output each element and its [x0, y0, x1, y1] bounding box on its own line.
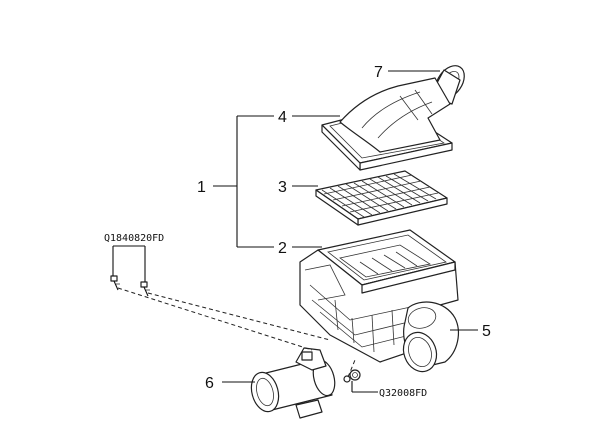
part-code-nut: Q32008FD [379, 388, 427, 399]
part-code-bolt: Q1840820FD [104, 233, 164, 244]
part-4-upper-cover [321, 77, 453, 171]
part-6-sensor-tube [250, 347, 336, 419]
leader-lines [112, 70, 478, 393]
bolt-fasteners [110, 275, 150, 297]
part-3-filter-element [315, 170, 448, 226]
part-5-elbow-outlet [402, 301, 459, 373]
callout-6: 6 [205, 375, 214, 392]
bolt-left [110, 275, 120, 291]
callout-2: 2 [278, 240, 287, 257]
callout-7: 7 [374, 64, 383, 81]
callout-4: 4 [278, 109, 287, 126]
callout-1: 1 [197, 179, 206, 196]
bolt-right [140, 281, 150, 297]
callout-5: 5 [482, 323, 491, 340]
nut-fastener [343, 369, 361, 383]
callout-3: 3 [278, 179, 287, 196]
assembly-dashed-lines [117, 287, 356, 378]
